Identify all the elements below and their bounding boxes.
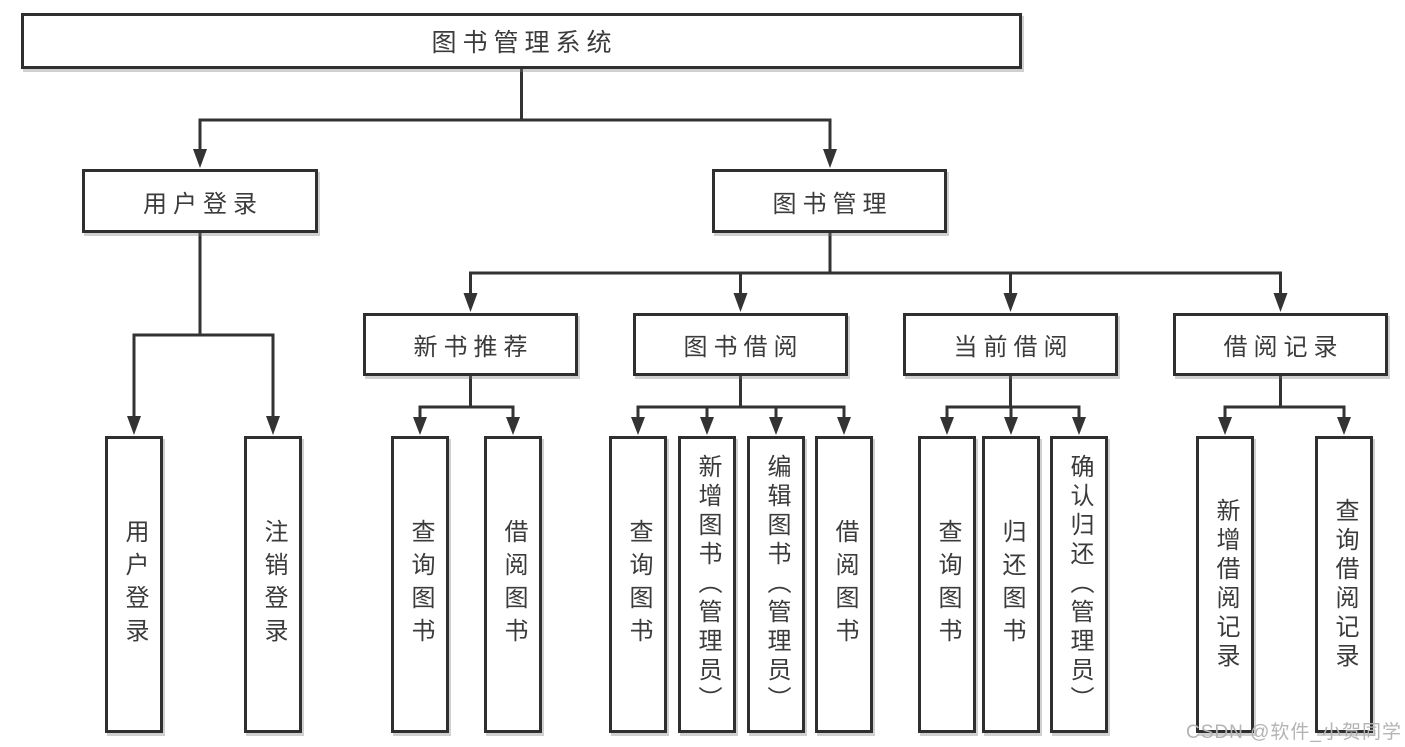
leaf-records-query: 查询借阅记录 <box>1315 436 1373 733</box>
leaf-borrow-edit-admin: 编辑图书（管理员） <box>747 436 805 733</box>
leaf-borrow-add-admin: 新增图书（管理员） <box>678 436 736 733</box>
leaf-current-return: 归还图书 <box>982 436 1040 733</box>
node-user-login: 用户登录 <box>82 169 318 233</box>
node-book-management: 图书管理 <box>712 169 947 233</box>
node-borrow-records: 借阅记录 <box>1173 313 1388 376</box>
node-current-borrow: 当前借阅 <box>903 313 1118 376</box>
node-new-book-recommend: 新书推荐 <box>363 313 578 376</box>
leaf-newbooks-query: 查询图书 <box>391 436 449 733</box>
csdn-watermark: CSDN @软件_小贺同学 <box>1186 722 1402 743</box>
leaf-user-login: 用户登录 <box>105 436 163 733</box>
leaf-borrow-query: 查询图书 <box>609 436 667 733</box>
leaf-borrow-borrow: 借阅图书 <box>815 436 873 733</box>
leaf-newbooks-borrow: 借阅图书 <box>484 436 542 733</box>
arrowheads <box>127 149 1351 435</box>
node-root: 图书管理系统 <box>21 13 1022 69</box>
leaf-current-query: 查询图书 <box>918 436 976 733</box>
leaf-current-confirm-admin: 确认归还（管理员） <box>1050 436 1108 733</box>
leaf-logout: 注销登录 <box>244 436 302 733</box>
leaf-records-add: 新增借阅记录 <box>1196 436 1254 733</box>
node-book-borrow: 图书借阅 <box>633 313 848 376</box>
